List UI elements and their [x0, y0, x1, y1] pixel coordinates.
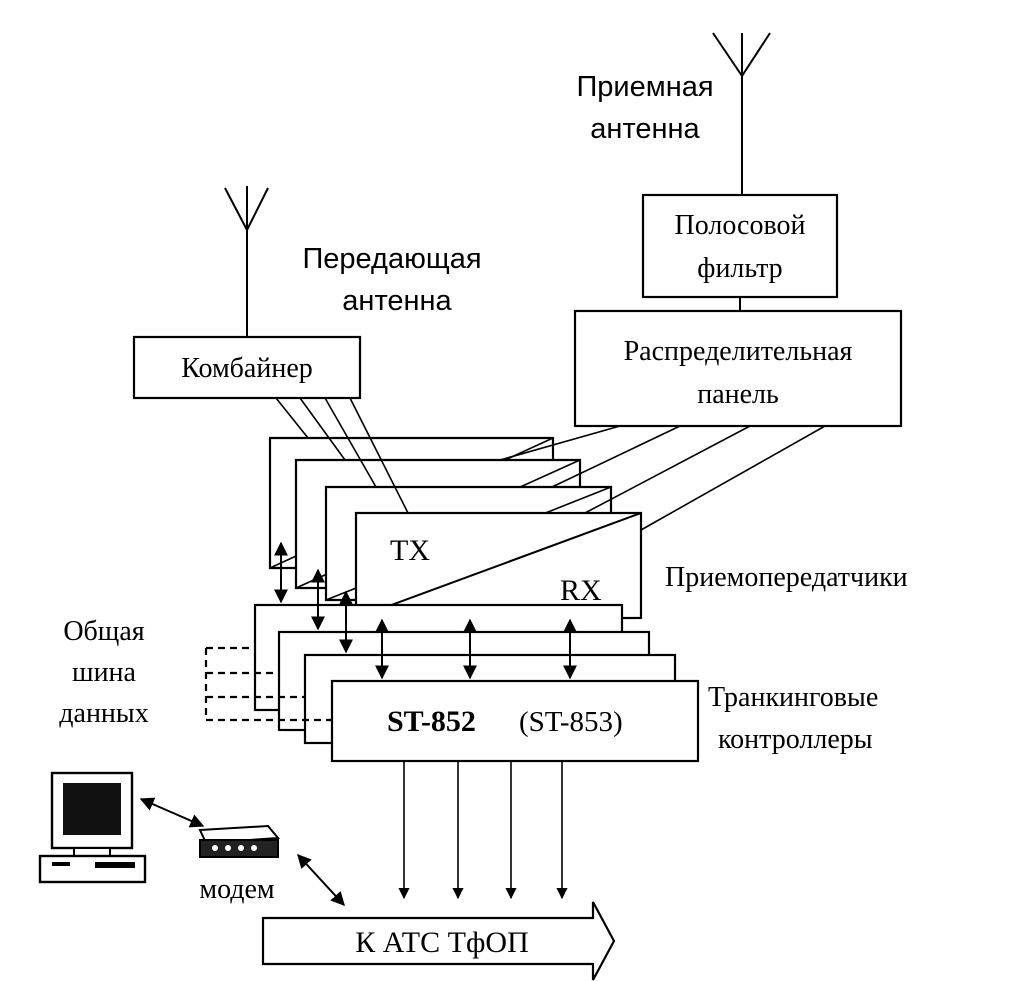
computer-icon: [38, 771, 147, 884]
distribution-panel-box: [573, 309, 903, 428]
data-bus-label-line3: данных: [59, 698, 148, 729]
pstn-links: [398, 761, 568, 900]
receive-antenna-label-line2: антенна: [590, 113, 700, 145]
bandpass-filter-label-line2: фильтр: [697, 253, 782, 284]
controllers-label-line1: Транкинговые: [708, 682, 878, 713]
combiner-label: Комбайнер: [181, 353, 313, 384]
distribution-feed-lines: [499, 425, 826, 531]
modem-pstn-link: [297, 853, 345, 907]
controller-alt-model-label: (ST-853): [519, 706, 623, 738]
receive-antenna-icon: [712, 32, 771, 195]
receive-antenna-label-line1: Приемная: [576, 71, 713, 103]
combiner-box: [132, 335, 362, 400]
bandpass-filter-label-line1: Полосовой: [675, 210, 806, 241]
combiner-feed-lines: [275, 397, 409, 514]
transceiver-controller-links: [274, 541, 577, 680]
distribution-panel-label-line1: Распределительная: [624, 336, 853, 367]
data-bus-label-line1: Общая: [63, 616, 144, 647]
transmit-antenna-label-line1: Передающая: [302, 243, 481, 275]
rx-label: RX: [560, 574, 602, 607]
modem-icon: [198, 824, 281, 858]
trunking-controller-box: [330, 679, 700, 763]
modem-label: модем: [199, 874, 275, 905]
common-data-bus: [204, 646, 332, 722]
transmit-antenna-icon: [224, 186, 269, 337]
tx-label: TX: [390, 534, 430, 567]
transceivers-label: Приемопередатчики: [665, 562, 908, 593]
controller-stack: [253, 603, 700, 763]
computer-modem-link: [139, 797, 205, 828]
pstn-arrow: [261, 901, 616, 981]
data-bus-label-line2: шина: [72, 657, 137, 688]
pstn-label: К АТС ТфОП: [355, 926, 528, 959]
controller-model-label: ST-852: [387, 705, 476, 738]
distribution-panel-label-line2: панель: [697, 379, 779, 410]
controllers-label-line2: контроллеры: [718, 724, 873, 755]
bandpass-filter-box: [641, 193, 839, 299]
transmit-antenna-label-line2: антенна: [342, 285, 452, 317]
transceiver-stack: [268, 436, 643, 620]
